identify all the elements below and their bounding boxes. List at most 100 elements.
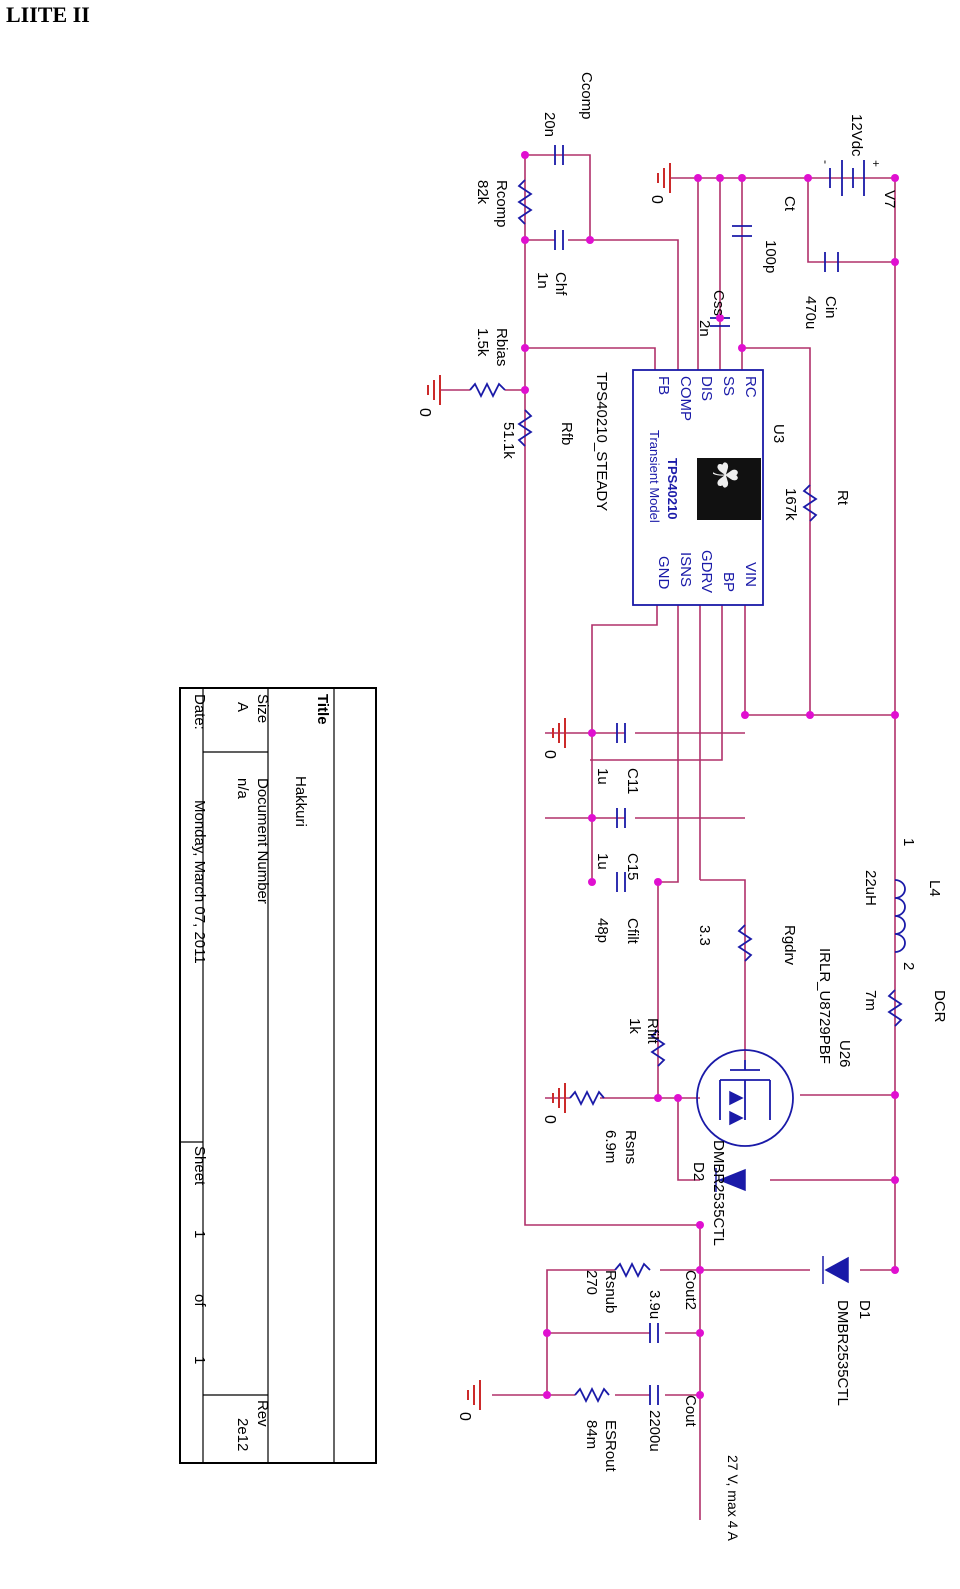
rt-value: 167k (782, 488, 799, 521)
component-labels: V7 12Vdc + - Cin 470u Ct 100p Css 2n Cco… (474, 72, 948, 1542)
esrout-ref: ESRout (602, 1420, 619, 1473)
rsnub-ref: Rsnub (602, 1270, 619, 1313)
rsnub-value: 270 (583, 1270, 600, 1295)
wires (440, 154, 896, 1520)
rsns-ref: Rsns (622, 1130, 639, 1164)
u3-pin-vin: VIN (742, 562, 759, 587)
v7-plus: + (869, 160, 883, 167)
d1-ref: D1 (856, 1300, 873, 1319)
rbias-value: 1.5k (474, 328, 491, 357)
chf-value: 1n (534, 272, 551, 289)
rgdrv-ref: Rgdrv (781, 925, 798, 966)
u3-model: TPS40210_STEADY (593, 372, 610, 511)
node-dots (521, 151, 899, 1399)
page-heading: LIITE II (6, 2, 90, 27)
cin-value: 470u (802, 296, 819, 329)
cout-ref: Cout (682, 1395, 699, 1428)
tb-rev-value: 2e12 (234, 1418, 251, 1451)
c11-ref: C11 (624, 768, 641, 794)
l4-pin1: 1 (900, 838, 917, 846)
ground-symbol-cout: 0 (456, 1379, 481, 1421)
output-label: 27 V, max 4 A (725, 1455, 741, 1542)
svg-text:☘: ☘ (705, 460, 743, 490)
dcr-ref: DCR (931, 990, 948, 1023)
u26-value: IRLR_U8729PBF (816, 948, 833, 1064)
cout2-ref: Cout2 (682, 1270, 699, 1310)
u3-desc: Transient Model (647, 430, 662, 523)
rcomp-ref: Rcomp (493, 180, 510, 228)
d1-value: DMBR2535CTL (834, 1300, 851, 1406)
u3-pin-ss: SS (720, 376, 737, 396)
v7-value: 12Vdc (848, 114, 865, 157)
rfilt-ref: Rfilt (644, 1018, 661, 1045)
rbias-ref: Rbias (493, 328, 510, 366)
cout-value: 2200u (646, 1410, 663, 1452)
tb-title-value: Hakkuri (292, 776, 309, 827)
ground-symbol-top: 0 (648, 162, 671, 204)
chf-ref: Chf (552, 272, 569, 296)
title-block: Title Hakkuri Size A Document Number n/a… (179, 687, 377, 1464)
ground-symbol-rbias: 0 (416, 374, 441, 417)
diode-and-arrow-shapes (715, 1090, 849, 1284)
u3-ref: U3 (770, 424, 787, 443)
rfilt-value: 1k (626, 1018, 643, 1034)
u3-labels: U3 TPS40210_STEADY TPS40210 Transient Mo… (593, 372, 787, 593)
c15-value: 1u (594, 853, 611, 870)
tb-of-value: 1 (191, 1356, 208, 1364)
c15-ref: C15 (624, 853, 641, 881)
tb-date-label: Date: (191, 694, 208, 730)
u3-pin-gdrv: GDRV (698, 550, 715, 593)
c11-value: 1u (594, 768, 611, 785)
cin-ref: Cin (822, 296, 839, 319)
tb-sheet-label: Sheet (191, 1146, 208, 1186)
u3-pin-fb: FB (655, 376, 672, 395)
tb-date-value: Monday, March 07, 2011 (191, 800, 208, 964)
cout2-value: 3.9u (646, 1290, 663, 1319)
tb-title-label: Title (314, 694, 331, 725)
tb-rev-label: Rev (254, 1400, 271, 1427)
l4-pin2: 2 (900, 962, 917, 970)
component-shapes (469, 145, 906, 1405)
ccomp-value: 20n (541, 112, 558, 137)
ccomp-ref: Ccomp (578, 72, 595, 120)
l4-value: 22uH (862, 870, 879, 906)
tb-sheet-value: 1 (191, 1230, 208, 1238)
dcr-value: 7m (862, 990, 879, 1011)
u26-ref: U26 (836, 1040, 853, 1068)
ct-ref: Ct (781, 196, 798, 212)
rt-ref: Rt (834, 490, 851, 506)
rfb-ref: Rfb (558, 422, 575, 445)
d2-ref: D2 (690, 1162, 707, 1181)
tb-size-value: A (234, 702, 251, 712)
d2-value: DMBR2535CTL (710, 1140, 727, 1246)
svg-text:0: 0 (541, 750, 558, 759)
ground-symbol-rsns: 0 (541, 1082, 566, 1124)
u3-chip: TPS40210 (665, 458, 680, 519)
v7-ref: V7 (881, 190, 898, 208)
tb-of-label: of (191, 1294, 208, 1307)
u3-pin-bp: BP (720, 572, 737, 592)
l4-ref: L4 (926, 880, 943, 897)
rsns-value: 6.9m (602, 1130, 619, 1163)
svg-text:0: 0 (456, 1412, 473, 1421)
svg-text:0: 0 (648, 195, 665, 204)
u3-pin-rc: RC (742, 376, 759, 398)
tb-size-label: Size (254, 694, 271, 723)
svg-text:0: 0 (541, 1115, 558, 1124)
u3-pin-isns: ISNS (677, 552, 694, 587)
u3-pin-comp: COMP (677, 376, 694, 421)
cfilt-value: 48p (594, 918, 611, 943)
u3-ic: ☘ (632, 369, 764, 606)
ct-value: 100p (762, 240, 779, 273)
esrout-value: 84m (583, 1420, 600, 1449)
svg-text:0: 0 (416, 408, 433, 417)
tb-docnum-value: n/a (234, 778, 251, 800)
css-ref: Css (710, 290, 727, 316)
v7-minus: - (819, 160, 833, 164)
rfb-value: 51.1k (500, 422, 517, 459)
u3-pin-dis: DIS (698, 376, 715, 401)
cfilt-ref: Cfilt (624, 918, 641, 945)
rgdrv-value: 3.3 (696, 925, 713, 946)
css-value: 2n (696, 320, 713, 337)
